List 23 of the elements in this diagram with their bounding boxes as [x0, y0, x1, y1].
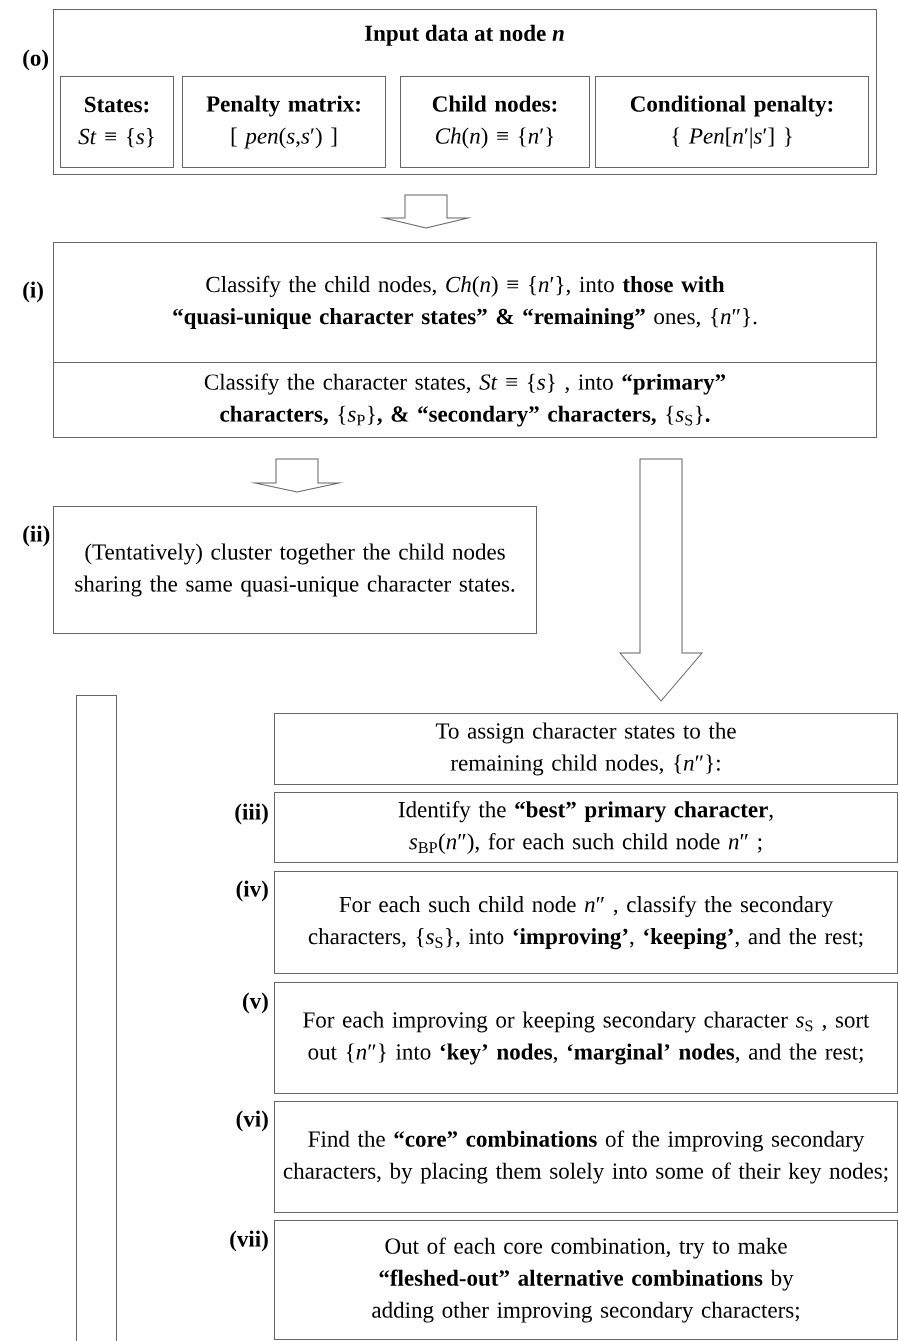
block-arrow: [619, 458, 703, 702]
step-label: (o): [23, 49, 48, 71]
step-box: For each improving or keeping secondary character s$_{S}$ , sort out {n″} into ‘key’ nodes, ‘marginal’ nodes, and the rest;: [274, 982, 898, 1094]
step-box: For each such child node n″ , classify the secondary characters, {s$_{S}$}, into ‘improving’, ‘keeping’, and the rest;: [274, 871, 898, 974]
step-label: (v): [243, 992, 268, 1014]
input-box: States: St ≡ {s}: [60, 76, 174, 168]
step-label: (i): [23, 281, 43, 303]
step-label: (vi): [236, 1110, 268, 1132]
step-box: Find the “core” combinations of the improving secondary characters, by placing them solely into some of their key nodes;: [274, 1101, 898, 1213]
step-box: (Tentatively) cluster together the child nodes sharing the same quasi-unique character states.: [53, 506, 537, 634]
step-label: (iii): [235, 803, 268, 825]
input-box: Conditional penalty: { Pen[n′|s′] }: [595, 76, 869, 168]
step-label: (vii): [230, 1230, 268, 1252]
step-box: Identify the “best” primary character, s$_{BP}$(n″), for each such child node n″ ;: [274, 792, 898, 863]
input-box: Penalty matrix: [ pen(s,s′) ]: [182, 76, 386, 168]
input-box: Child nodes: Ch(n) ≡ {n′}: [400, 76, 590, 168]
step-label: (ii): [23, 525, 50, 547]
step-box: To assign character states to the remaining child nodes, {n″}:: [274, 713, 898, 785]
vertical-bar: [76, 695, 117, 1341]
step-box: Out of each core combination, try to make “fleshed-out” alternative combinations by adding other improving secondary characters;: [274, 1220, 898, 1340]
step-label: (iv): [236, 880, 268, 902]
step-box: Classify the child nodes, Ch(n) ≡ {n′}, into those with “quasi-unique character states” & “remaining” ones, {n″}.: [53, 242, 877, 363]
step-box: Classify the character states, St ≡ {s} , into “primary” characters, {s$_{P}$}, & “secondary” characters, {s$_{S}$}.: [53, 362, 877, 438]
